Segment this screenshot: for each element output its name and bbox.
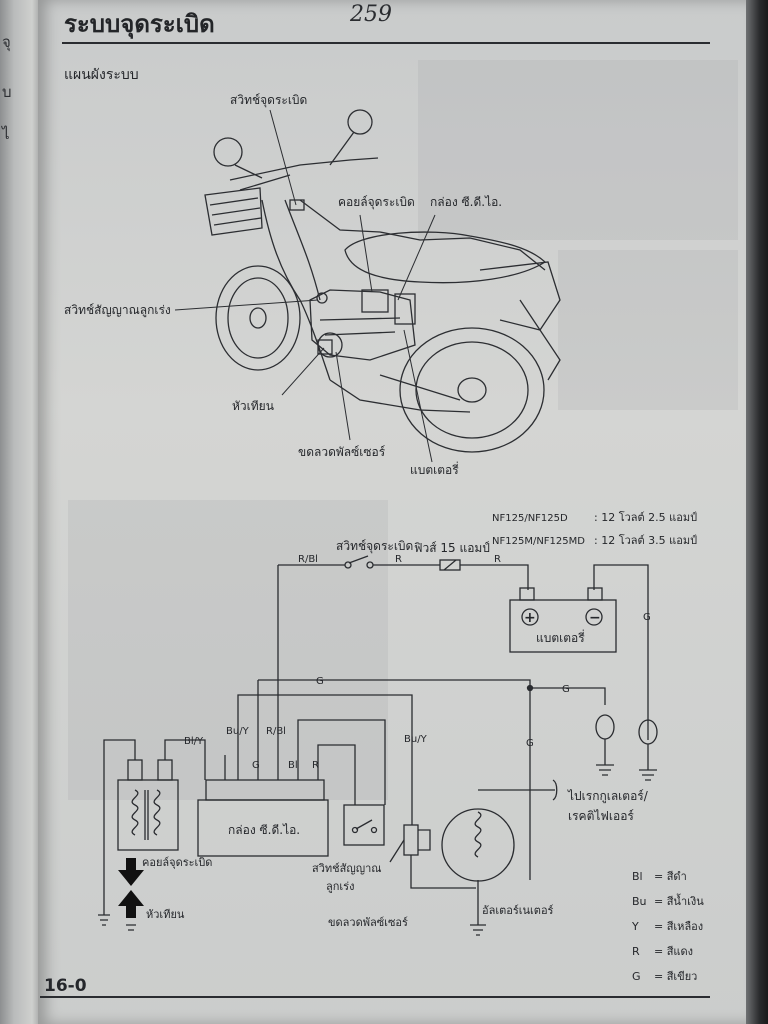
wire-label: Bu/Y bbox=[404, 734, 428, 745]
schematic-pulse-coil: ขดลวดพัลซ์เซอร์ bbox=[328, 916, 408, 929]
schematic-cdi-box: กล่อง ซี.ดี.ไอ. bbox=[228, 823, 300, 837]
wire-label: G bbox=[526, 738, 534, 749]
ignition-coil-symbol bbox=[117, 779, 179, 851]
page-title: ระบบจุดระเบิด bbox=[64, 10, 215, 38]
schematic-neutral-switch: ลูกเร่ง bbox=[326, 880, 354, 893]
neutral-switch-part bbox=[316, 292, 328, 304]
handlebar bbox=[229, 157, 379, 181]
legend-color: = สีน้ำเงิน bbox=[654, 893, 704, 908]
left-page-fragment: ไ bbox=[2, 125, 10, 143]
label-cdi-box: กล่อง ซี.ดี.ไอ. bbox=[430, 195, 502, 209]
left-page-fragment: จุ bbox=[2, 33, 11, 51]
neutral-switch-symbol bbox=[343, 804, 385, 846]
schematic-regulator: ไปเรกกูเลเตอร์/ bbox=[567, 789, 649, 804]
pulse-coil-symbol bbox=[403, 824, 419, 856]
spark-plug-part bbox=[317, 339, 333, 355]
battery-minus: − bbox=[589, 610, 601, 626]
battery-plus: + bbox=[524, 610, 536, 626]
rear-wheel bbox=[399, 327, 545, 453]
wire-label: Bl bbox=[288, 760, 298, 771]
legend-code: Y bbox=[631, 920, 639, 933]
ignition-switch-contact bbox=[348, 555, 369, 564]
schematic-ignition-switch: สวิทช์จุดระเบิด bbox=[336, 539, 413, 554]
left-page-fragment: บ bbox=[2, 83, 12, 101]
regulator-bracket bbox=[552, 779, 558, 801]
label-spark-plug: หัวเทียน bbox=[232, 399, 274, 413]
schematic-spark-plug: หัวเทียน bbox=[146, 908, 185, 921]
header-rule bbox=[62, 42, 710, 44]
schematic-fuse: ฟิวส์ 15 แอมป์ bbox=[414, 541, 490, 555]
bleed-through-table bbox=[558, 250, 738, 410]
mirror-left bbox=[213, 137, 243, 167]
wire-label: G bbox=[252, 760, 260, 771]
legend-code: Bu bbox=[632, 895, 647, 908]
wire-label: G bbox=[316, 676, 324, 687]
bleed-through-text bbox=[418, 60, 738, 240]
label-neutral-switch: สวิทช์สัญญาณลูกเร่ง bbox=[64, 303, 171, 318]
cdi-box-part bbox=[394, 293, 416, 325]
legend-code: G bbox=[632, 970, 641, 983]
label-battery: แบตเตอรี่ bbox=[410, 461, 459, 477]
adjacent-page-edge: จุ บ ไ bbox=[0, 0, 40, 1024]
wire-label: Bl/Y bbox=[184, 736, 204, 747]
wiring-schematic bbox=[98, 555, 658, 936]
wire-label: G bbox=[562, 684, 570, 695]
label-ignition-switch: สวิทช์จุดระเบิด bbox=[230, 93, 307, 108]
legend-code: Bl bbox=[632, 870, 643, 883]
battery-symbol bbox=[509, 599, 617, 653]
spec-model: NF125/NF125D bbox=[492, 513, 568, 524]
color-legend: Bl = สีดำ Bu = สีน้ำเงิน Y = สีเหลือง R … bbox=[631, 870, 704, 983]
legend-color: = สีดำ bbox=[654, 870, 687, 883]
spark-plug-arrows bbox=[118, 858, 144, 918]
bleed-through-text bbox=[68, 500, 388, 800]
motorcycle-illustration bbox=[204, 109, 561, 453]
wire-label: R bbox=[395, 554, 402, 565]
label-pulse-coil: ขดลวดพัลซ์เซอร์ bbox=[298, 445, 386, 459]
spec-value: : 12 โวลต์ 3.5 แอมป์ bbox=[594, 533, 697, 547]
legend-color: = สีเหลือง bbox=[654, 920, 703, 933]
ignition-switch-part bbox=[289, 199, 305, 211]
label-ignition-coil: คอยล์จุดระเบิด bbox=[338, 195, 415, 210]
spec-model: NF125M/NF125MD bbox=[492, 536, 585, 547]
schematic-neutral-switch: สวิทช์สัญญาณ bbox=[312, 862, 381, 875]
section-heading: แผนผังระบบ bbox=[64, 67, 139, 83]
legend-code: R bbox=[632, 945, 640, 958]
wire-label: R bbox=[312, 760, 319, 771]
handwritten-page-number: 259 bbox=[350, 2, 392, 27]
legend-color: = สีแดง bbox=[654, 945, 693, 958]
wire-label: R/Bl bbox=[298, 554, 318, 565]
page-number: 16-0 bbox=[44, 976, 87, 996]
ignition-coil-part bbox=[361, 289, 389, 313]
schematic-ignition-coil: คอยล์จุดระเบิด bbox=[142, 856, 212, 869]
schematic-regulator: เรคติไฟเออร์ bbox=[568, 809, 634, 823]
spec-value: : 12 โวลต์ 2.5 แอมป์ bbox=[594, 510, 697, 524]
schematic-battery: แบตเตอรี่ bbox=[536, 629, 585, 645]
footer-rule bbox=[40, 996, 710, 998]
wire-label: Bu/Y bbox=[226, 726, 250, 737]
wire-label: G bbox=[643, 612, 651, 623]
wire-label: R/Bl bbox=[266, 726, 286, 737]
front-wheel bbox=[215, 265, 301, 371]
document-page bbox=[38, 0, 750, 1024]
front-basket bbox=[204, 187, 263, 236]
schematic-alternator: อัลเตอร์เนเตอร์ bbox=[482, 904, 554, 917]
book-spine-shadow bbox=[746, 0, 768, 1024]
seat bbox=[344, 231, 547, 284]
legend-color: = สีเขียว bbox=[654, 970, 697, 983]
wire-label: R bbox=[494, 554, 501, 565]
mirror-right bbox=[347, 109, 373, 135]
